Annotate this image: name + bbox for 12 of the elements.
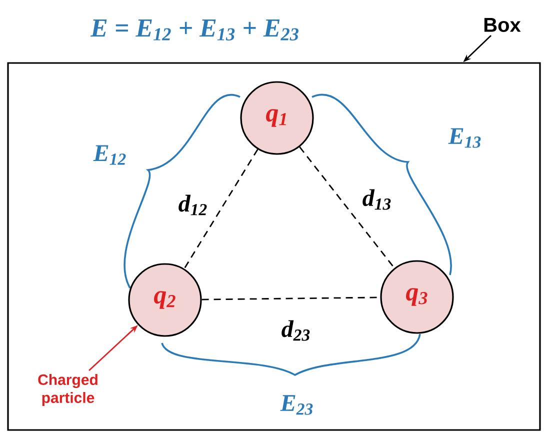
callout-text: Charged particle	[38, 374, 98, 406]
box-label: Box	[484, 18, 521, 32]
dashed-line	[299, 146, 395, 268]
energy-label: E$_{23}$	[280, 395, 313, 415]
energy-label: E$_{12}$	[93, 145, 126, 165]
edge-label: d$_{23}$	[280, 319, 312, 342]
dashed-line	[184, 148, 258, 270]
edge-label: d$_{12}$	[177, 194, 209, 216]
energy-label: E$_{13}$	[448, 128, 481, 148]
box-frame	[7, 62, 541, 431]
edge-label: d$_{13}$	[361, 188, 393, 211]
equation-title: E = E$_{12}$ + E$_{13}$ + E$_{23}$	[90, 20, 298, 40]
